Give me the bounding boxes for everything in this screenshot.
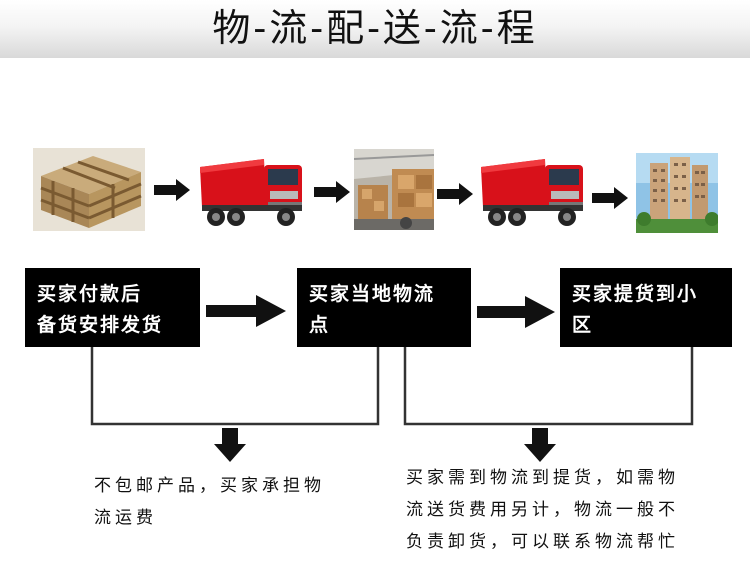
arrow-right-icon: [477, 296, 555, 328]
apartment-building-photo: [636, 153, 718, 233]
note-line: 负责卸货，可以联系物流帮忙: [406, 532, 679, 552]
step-line: 买家付款后: [37, 283, 143, 305]
arrow-down-icon: [214, 428, 246, 462]
arrow-right-icon: [592, 187, 628, 209]
note-line: 不包邮产品，买家承担物: [94, 476, 325, 496]
step-box-3: 买家提货到小 区: [560, 268, 732, 347]
arrow-right-icon: [314, 181, 350, 203]
note-line: 流运费: [94, 508, 157, 528]
warehouse-photo: [354, 149, 434, 230]
arrow-right-icon: [206, 295, 286, 327]
note-line: 流送货费用另计，物流一般不: [406, 500, 679, 520]
arrow-right-icon: [437, 183, 473, 205]
step-line: 买家当地物流: [309, 283, 436, 305]
step-line: 备货安排发货: [37, 314, 164, 336]
step-line: 买家提货到小: [572, 283, 699, 305]
red-truck-photo: [198, 155, 308, 230]
step-box-1: 买家付款后 备货安排发货: [25, 268, 200, 347]
wooden-crate-photo: [33, 148, 145, 231]
note-right: 买家需到物流到提货，如需物 流送货费用另计，物流一般不 负责卸货，可以联系物流帮…: [406, 462, 679, 558]
step-line: 点: [309, 314, 331, 336]
arrow-down-icon: [524, 428, 556, 462]
note-left: 不包邮产品，买家承担物 流运费: [94, 470, 325, 534]
arrow-right-icon: [154, 179, 190, 201]
page-title: 物-流-配-送-流-程: [212, 6, 538, 50]
title-banner: 物-流-配-送-流-程: [0, 0, 750, 58]
red-truck-photo: [479, 155, 589, 230]
step-box-2: 买家当地物流 点: [297, 268, 471, 347]
step-line: 区: [572, 314, 594, 336]
note-line: 买家需到物流到提货，如需物: [406, 468, 679, 488]
